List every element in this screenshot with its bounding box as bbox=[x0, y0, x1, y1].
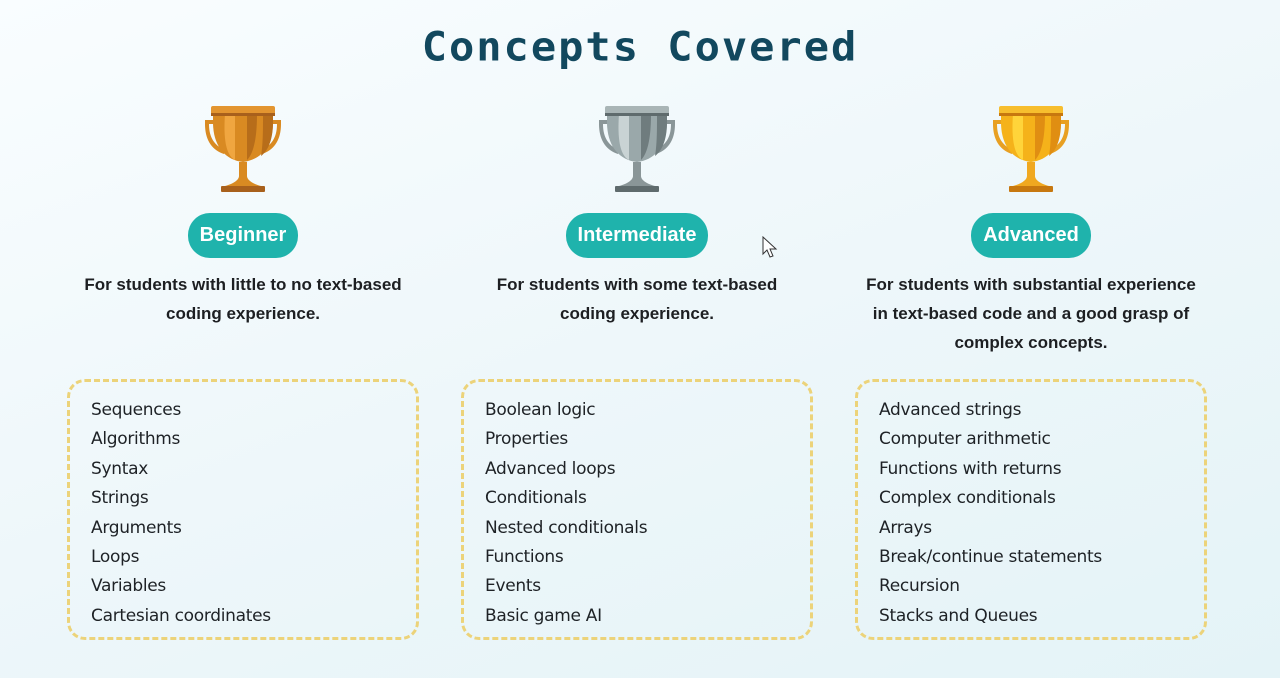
concept-item: Break/continue statements bbox=[879, 547, 1102, 568]
level-column-advanced: Advanced For students with substantial e… bbox=[855, 100, 1207, 357]
concept-item: Properties bbox=[485, 429, 568, 450]
concept-item: Complex conditionals bbox=[879, 488, 1056, 509]
concept-item: Basic game AI bbox=[485, 605, 602, 626]
level-badge-intermediate: Intermediate bbox=[565, 213, 709, 258]
level-description-advanced: For students with substantial experience… bbox=[866, 275, 1196, 352]
silver-trophy-icon bbox=[599, 106, 675, 192]
concept-item: Advanced strings bbox=[879, 400, 1022, 420]
concept-item: Events bbox=[485, 576, 541, 597]
concept-item: Advanced loops bbox=[485, 458, 616, 479]
concept-item: Functions bbox=[485, 547, 564, 568]
concepts-list-advanced: Advanced strings Computer arithmetic Fun… bbox=[855, 379, 1207, 640]
level-description-beginner: For students with little to no text-base… bbox=[84, 275, 402, 323]
concepts-list-beginner: Sequences Algorithms Syntax Strings Argu… bbox=[67, 379, 419, 640]
concept-item: Sequences bbox=[91, 400, 182, 420]
concept-item: Syntax bbox=[91, 458, 148, 479]
concept-item: Computer arithmetic bbox=[879, 429, 1051, 450]
level-column-beginner: Beginner For students with little to no … bbox=[67, 100, 419, 328]
level-badge-advanced: Advanced bbox=[971, 213, 1091, 258]
bronze-trophy-icon bbox=[205, 106, 281, 192]
concept-item: Loops bbox=[91, 547, 140, 568]
concept-item: Conditionals bbox=[485, 488, 587, 509]
level-badge-beginner: Beginner bbox=[187, 213, 299, 258]
concept-item: Cartesian coordinates bbox=[91, 605, 271, 626]
concept-item: Strings bbox=[91, 488, 149, 509]
concept-item: Boolean logic bbox=[485, 400, 596, 420]
level-description-intermediate: For students with some text-based coding… bbox=[496, 275, 778, 323]
level-column-intermediate: Intermediate For students with some text… bbox=[461, 100, 813, 328]
concept-item: Nested conditionals bbox=[485, 517, 648, 538]
concept-item: Arguments bbox=[91, 517, 182, 538]
concept-item: Stacks and Queues bbox=[879, 605, 1038, 626]
concept-item: Recursion bbox=[879, 576, 960, 597]
gold-trophy-icon bbox=[993, 106, 1069, 192]
concept-item: Algorithms bbox=[91, 429, 181, 450]
mouse-cursor-icon bbox=[762, 236, 778, 258]
concept-item: Functions with returns bbox=[879, 458, 1062, 479]
concepts-list-intermediate: Boolean logic Properties Advanced loops … bbox=[461, 379, 813, 640]
concept-item: Arrays bbox=[879, 517, 932, 538]
concept-item: Variables bbox=[91, 576, 166, 597]
page-title: Concepts Covered bbox=[421, 23, 859, 70]
